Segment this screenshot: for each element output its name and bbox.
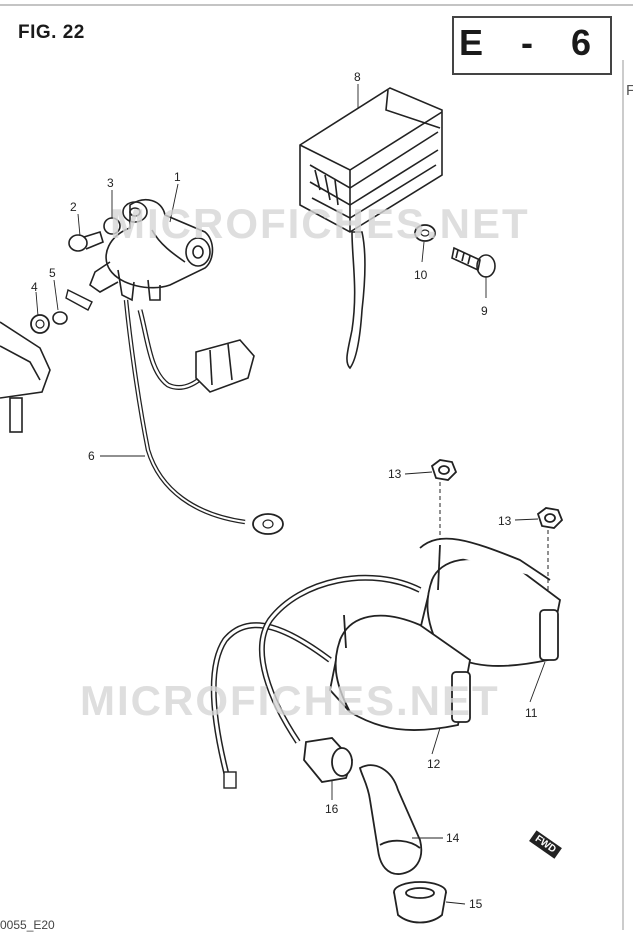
washer-5 — [52, 311, 68, 325]
nut-13-upper — [430, 459, 458, 481]
callout-9: 9 — [481, 304, 488, 318]
regulator-rectifier — [299, 87, 443, 233]
edge-mark: F — [626, 82, 633, 99]
bolt-9 — [451, 246, 496, 278]
bolt-2 — [68, 230, 104, 252]
callout-1: 1 — [174, 170, 181, 184]
regulator-harness — [346, 231, 366, 370]
callout-3: 3 — [107, 176, 114, 190]
callout-5: 5 — [49, 266, 56, 280]
callout-13-upper: 13 — [388, 467, 402, 481]
callout-16: 16 — [325, 802, 339, 816]
battery-fragment — [0, 321, 51, 433]
callout-14: 14 — [446, 831, 460, 845]
ring-terminal — [252, 513, 284, 535]
figure-label: FIG. 22 — [18, 22, 85, 43]
watermark-upper: MICROFICHES.NET — [110, 200, 530, 247]
ignition-coil-12 — [329, 614, 471, 731]
seal-ring-15 — [393, 881, 447, 924]
callout-13-lower: 13 — [498, 514, 512, 528]
nut-13-lower — [536, 507, 564, 529]
ignition-coil-11 — [419, 537, 561, 667]
callout-10: 10 — [414, 268, 428, 282]
callout-2: 2 — [70, 200, 77, 214]
section-box: E - 6 — [452, 16, 612, 75]
starter-relay — [89, 199, 214, 302]
section-label: E - 6 — [458, 22, 606, 63]
callout-15: 15 — [469, 897, 483, 911]
nut-4 — [30, 314, 50, 334]
washer-10 — [414, 224, 436, 242]
callout-4: 4 — [31, 280, 38, 294]
callout-11: 11 — [525, 706, 538, 720]
callout-8: 8 — [354, 70, 361, 84]
plug-cap-14 — [358, 764, 423, 875]
callout-6: 6 — [88, 449, 95, 463]
cord-cap-16 — [303, 737, 354, 783]
terminal-stud — [65, 288, 93, 311]
watermark-lower: MICROFICHES.NET — [80, 677, 500, 724]
leader-lines — [35, 84, 546, 905]
footer-code: 0055_E20 — [0, 918, 55, 932]
relay-connector — [195, 339, 255, 393]
callout-12: 12 — [427, 757, 441, 771]
